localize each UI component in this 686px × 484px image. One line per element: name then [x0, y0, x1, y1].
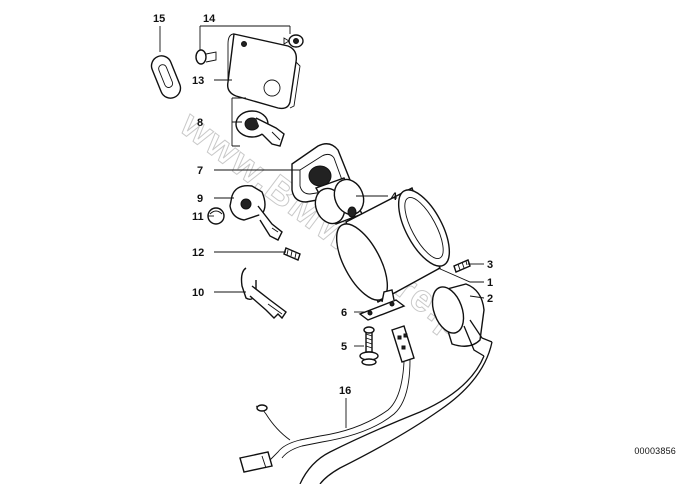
part-8-lock-with-key	[235, 110, 285, 147]
reference-number: 00003856	[634, 446, 676, 456]
part-4-lock-cylinder	[314, 177, 365, 225]
callout-9: 9	[197, 193, 203, 205]
callout-14: 14	[203, 13, 216, 25]
callout-13: 13	[192, 75, 204, 87]
part-10-key	[240, 267, 287, 320]
part-3-grub-screw	[453, 259, 471, 273]
callout-7: 7	[197, 165, 203, 177]
part-2-end-cap	[431, 283, 493, 357]
part-14-screw-left	[195, 49, 217, 65]
callout-6: 6	[341, 307, 347, 319]
part-5-screw	[359, 326, 379, 366]
callout-12: 12	[192, 247, 204, 259]
callout-5: 5	[341, 341, 347, 353]
part-9-lock-with-key	[229, 185, 283, 241]
part-14-screw-right	[283, 34, 304, 48]
part-15-gasket	[150, 55, 182, 99]
callout-15: 15	[153, 13, 165, 25]
callout-16: 16	[339, 385, 351, 397]
callout-3: 3	[487, 259, 493, 271]
callout-labels: 15 14 13 8 7 4 9 11 12 3 1 10 2 6 5 16	[153, 13, 493, 397]
part-6-bracket	[358, 289, 406, 321]
callout-4: 4	[391, 191, 398, 203]
wire-connector-block	[391, 325, 415, 363]
callout-1: 1	[487, 277, 493, 289]
callout-10: 10	[192, 287, 204, 299]
part-12-spring-pin	[283, 247, 301, 261]
leader-lines	[159, 25, 485, 428]
part-13-cover-plate	[226, 33, 301, 110]
part-1-tube	[335, 187, 451, 303]
callout-2: 2	[487, 293, 493, 305]
callout-8: 8	[197, 117, 203, 129]
callout-11: 11	[192, 211, 204, 223]
part-16-cable-harness	[239, 341, 493, 484]
